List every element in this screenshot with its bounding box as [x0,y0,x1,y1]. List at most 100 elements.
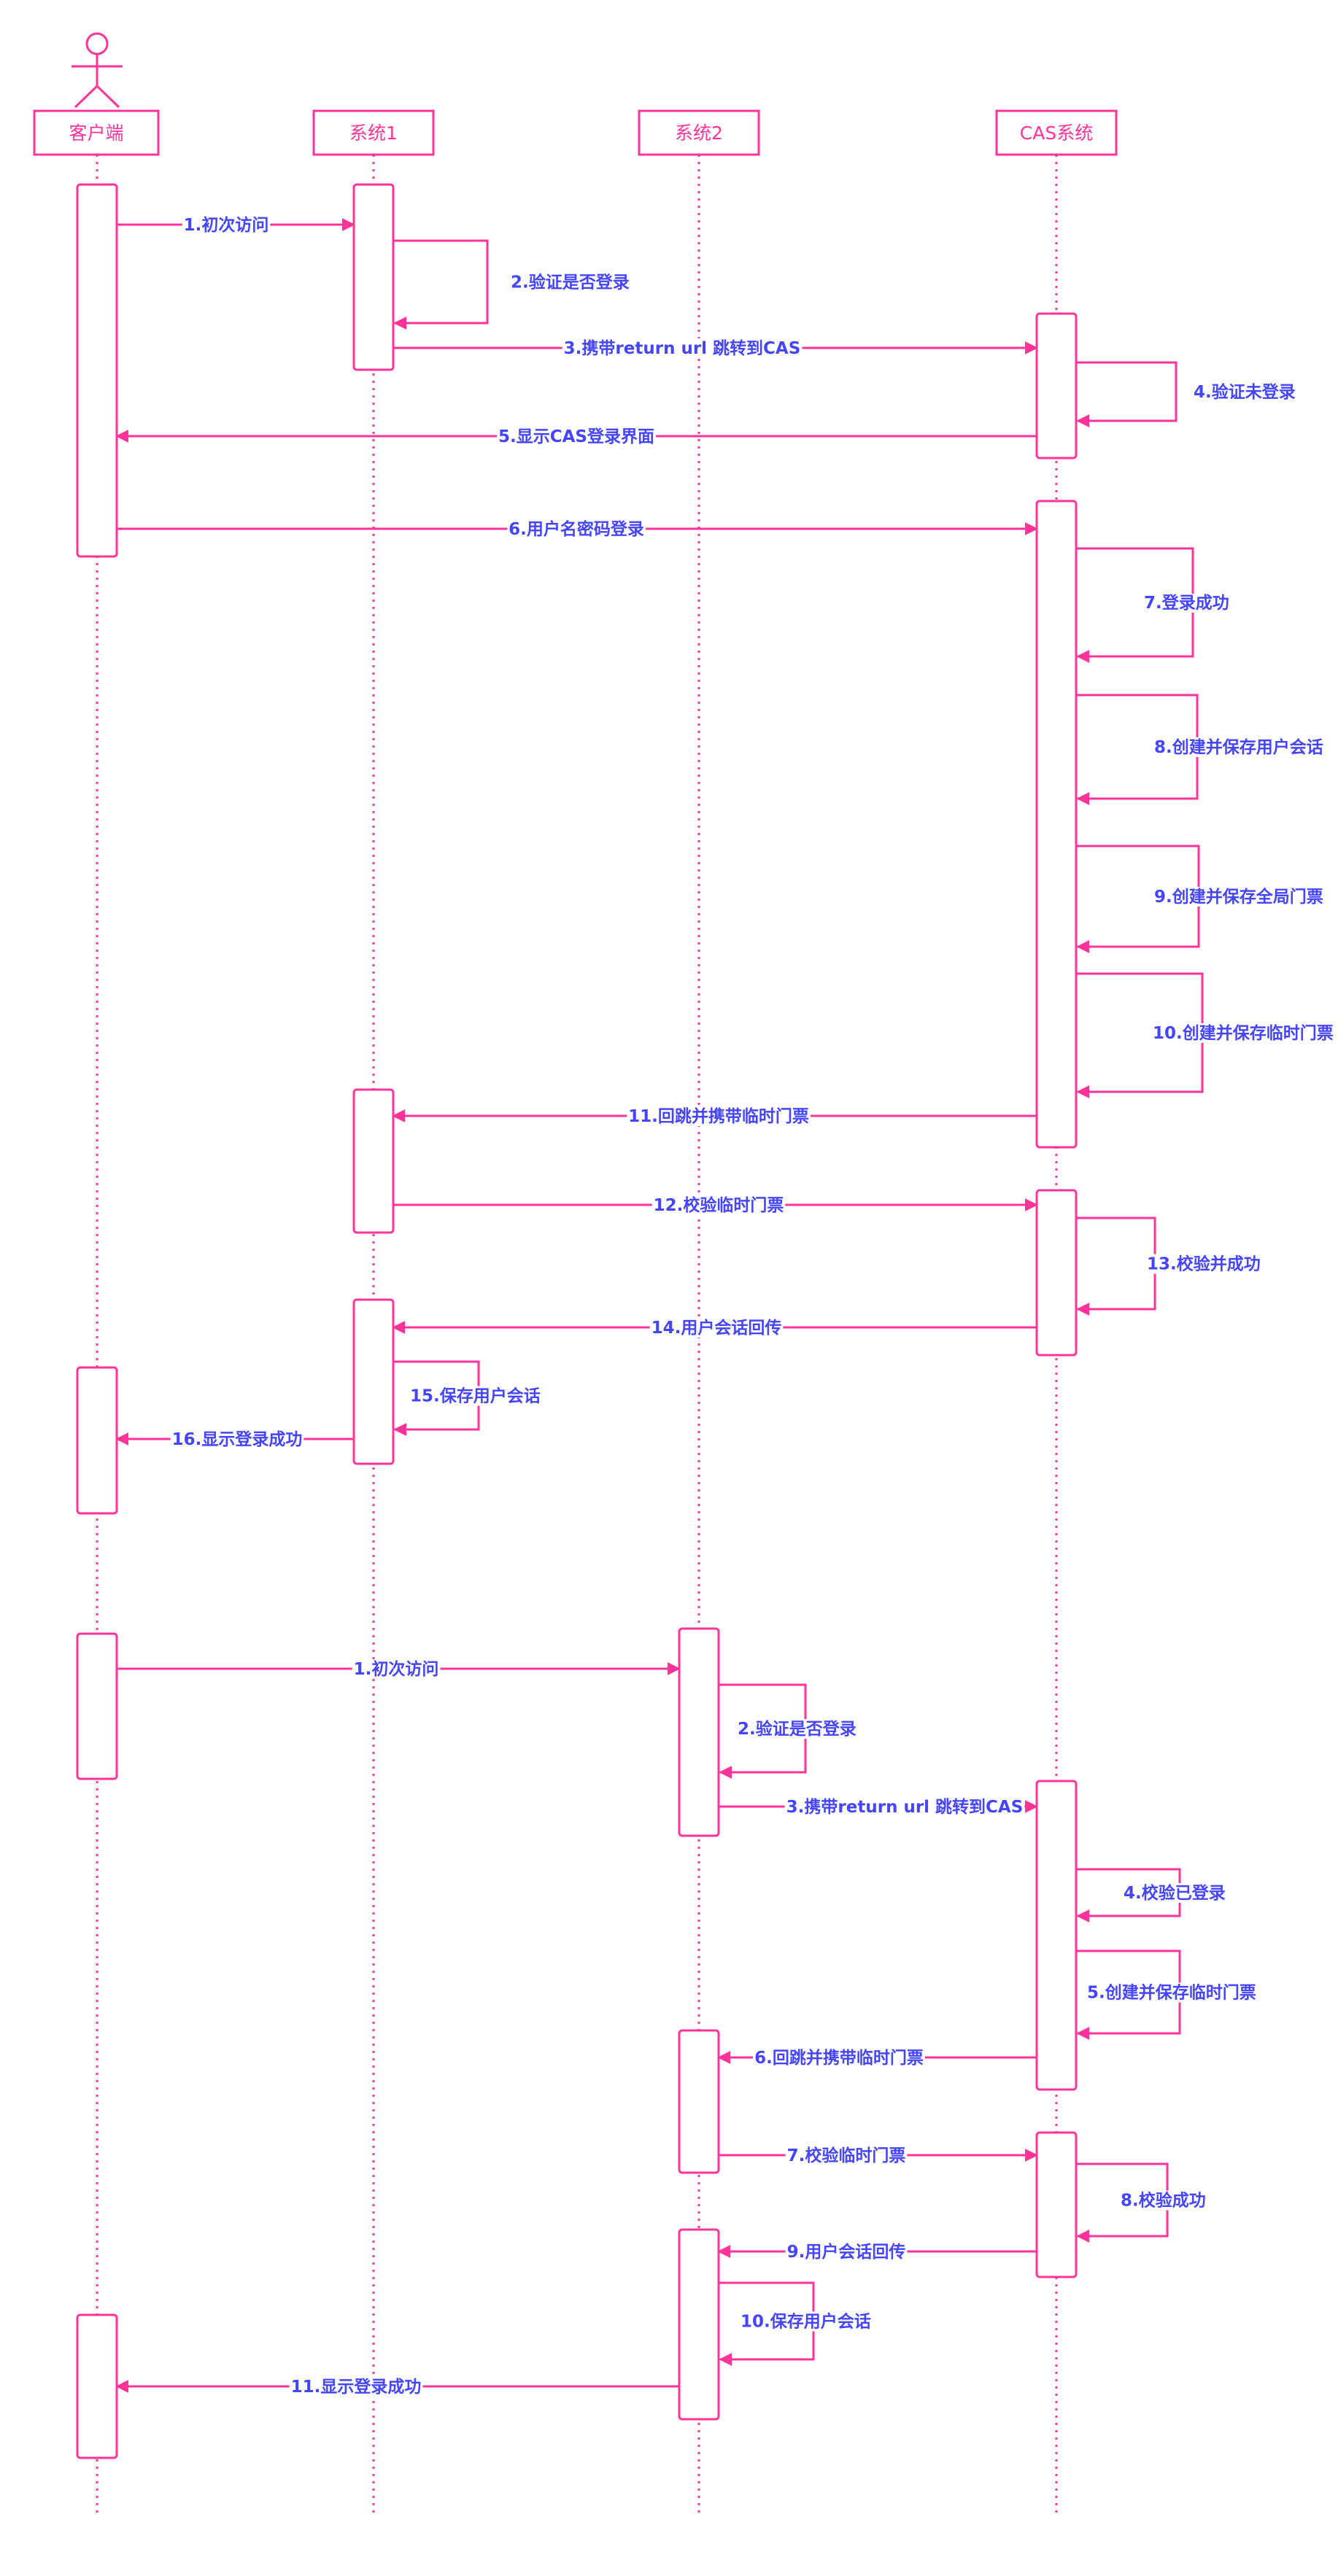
label-background [289,2378,423,2397]
activation-bar [76,183,118,558]
message-label: 5.创建并保存临时门票 [1087,1983,1256,2003]
message-20: 4.校验已登录 [1076,1868,1227,1923]
message-4: 4.验证未登录 [1076,361,1297,427]
message-12: 12.校验临时门票 [393,1195,1038,1215]
message-label: 3.携带return url 跳转到CAS [786,1797,1024,1817]
message-8: 8.创建并保存用户会话 [1076,694,1325,805]
message-3: 3.携带return url 跳转到CAS [393,338,1038,358]
participant-box-sys2 [638,109,760,156]
label-background [785,2146,908,2165]
label-background [1086,1982,1258,2003]
self-message-arrow [393,239,489,330]
message-label: 11.显示登录成功 [291,2378,422,2397]
message-label: 15.保存用户会话 [410,1386,541,1406]
participant-label-sys2: 系统2 [675,123,723,144]
message-7: 7.登录成功 [1076,547,1231,663]
activation-bar [678,1627,720,1837]
message-22: 6.回跳并携带临时门票 [717,2048,1037,2068]
message-label: 12.校验临时门票 [654,1195,784,1215]
message-19: 3.携带return url 跳转到CAS [719,1797,1038,1817]
message-27: 11.显示登录成功 [115,2378,679,2397]
label-background [352,1659,441,1679]
activation-bar [76,1366,118,1515]
label-background [409,1386,542,1406]
message-6: 6.用户名密码登录 [117,519,1038,539]
message-label: 9.创建并保存全局门票 [1154,887,1323,907]
self-message-arrow [1076,361,1177,427]
label-background [1153,887,1325,907]
participant-label-client: 客户端 [69,123,123,144]
message-26: 10.保存用户会话 [719,2281,873,2366]
label-background [753,2048,925,2068]
message-label: 11.回跳并携带临时门票 [628,1106,809,1126]
message-label: 10.创建并保存临时门票 [1153,1023,1334,1043]
message-label: 4.验证未登录 [1194,382,1296,402]
message-label: 7.登录成功 [1144,594,1229,613]
message-label: 10.保存用户会话 [740,2312,871,2332]
activation-bar [352,183,395,371]
label-background [651,1195,786,1215]
label-background [1142,594,1231,613]
label-background [736,1719,858,1739]
message-9: 9.创建并保存全局门票 [1076,845,1325,953]
message-2: 2.验证是否登录 [393,239,631,330]
message-21: 5.创建并保存临时门票 [1076,1950,1258,2040]
activation-bar [76,1632,118,1780]
label-background [1119,2190,1207,2211]
activation-bar [76,2313,118,2459]
message-label: 7.校验临时门票 [787,2146,906,2165]
message-label: 9.用户会话回传 [787,2242,906,2262]
activation-bar [1035,500,1078,1149]
message-11: 11.回跳并携带临时门票 [392,1106,1037,1126]
label-background [785,2242,908,2262]
participant-label-cas: CAS系统 [1020,123,1093,144]
participant-box-cas [995,109,1118,156]
message-label: 13.校验并成功 [1147,1254,1261,1274]
activation-bar [1035,1780,1078,2091]
activation-bar [352,1298,395,1465]
message-label: 2.验证是否登录 [738,1719,856,1739]
label-background [562,338,803,358]
message-label: 8.创建并保存用户会话 [1154,737,1323,757]
participant-box-sys1 [312,109,435,156]
label-background [170,1430,304,1449]
message-10: 10.创建并保存临时门票 [1076,972,1335,1098]
message-15: 15.保存用户会话 [393,1360,542,1436]
label-background [509,272,631,292]
message-label: 8.校验成功 [1121,2191,1206,2211]
message-label: 2.验证是否登录 [511,273,630,292]
label-background [507,519,646,539]
message-14: 14.用户会话回传 [392,1318,1037,1338]
message-25: 9.用户会话回传 [717,2242,1037,2262]
participant-label-sys1: 系统1 [349,123,398,144]
message-label: 16.显示登录成功 [172,1430,303,1449]
activation-bar [678,2029,720,2174]
message-17: 1.初次访问 [117,1659,681,1679]
message-13: 13.校验并成功 [1076,1217,1262,1316]
label-background [1153,737,1325,757]
label-background [649,1318,784,1338]
label-background [182,215,271,235]
message-5: 5.显示CAS登录界面 [115,427,1037,446]
label-background [1122,1883,1227,1903]
label-background [784,1797,1025,1817]
message-label: 1.初次访问 [184,215,269,235]
message-label: 4.校验已登录 [1124,1883,1226,1903]
self-message-arrow [1076,1217,1156,1316]
participant-box-client [33,109,160,156]
message-24: 8.校验成功 [1076,2162,1207,2243]
message-label: 3.携带return url 跳转到CAS [564,338,801,358]
label-background [1145,1254,1262,1274]
message-label: 5.显示CAS登录界面 [498,427,654,446]
activation-bar [1035,2131,1078,2278]
activation-bar [678,2228,720,2421]
activation-bar [352,1088,395,1234]
stick-figure-icon [71,32,123,109]
message-label: 14.用户会话回传 [651,1318,782,1338]
message-1: 1.初次访问 [117,215,355,235]
message-23: 7.校验临时门票 [719,2146,1038,2165]
message-16: 16.显示登录成功 [115,1430,354,1449]
activation-bar [1035,1189,1078,1357]
message-label: 6.回跳并携带临时门票 [754,2048,924,2068]
